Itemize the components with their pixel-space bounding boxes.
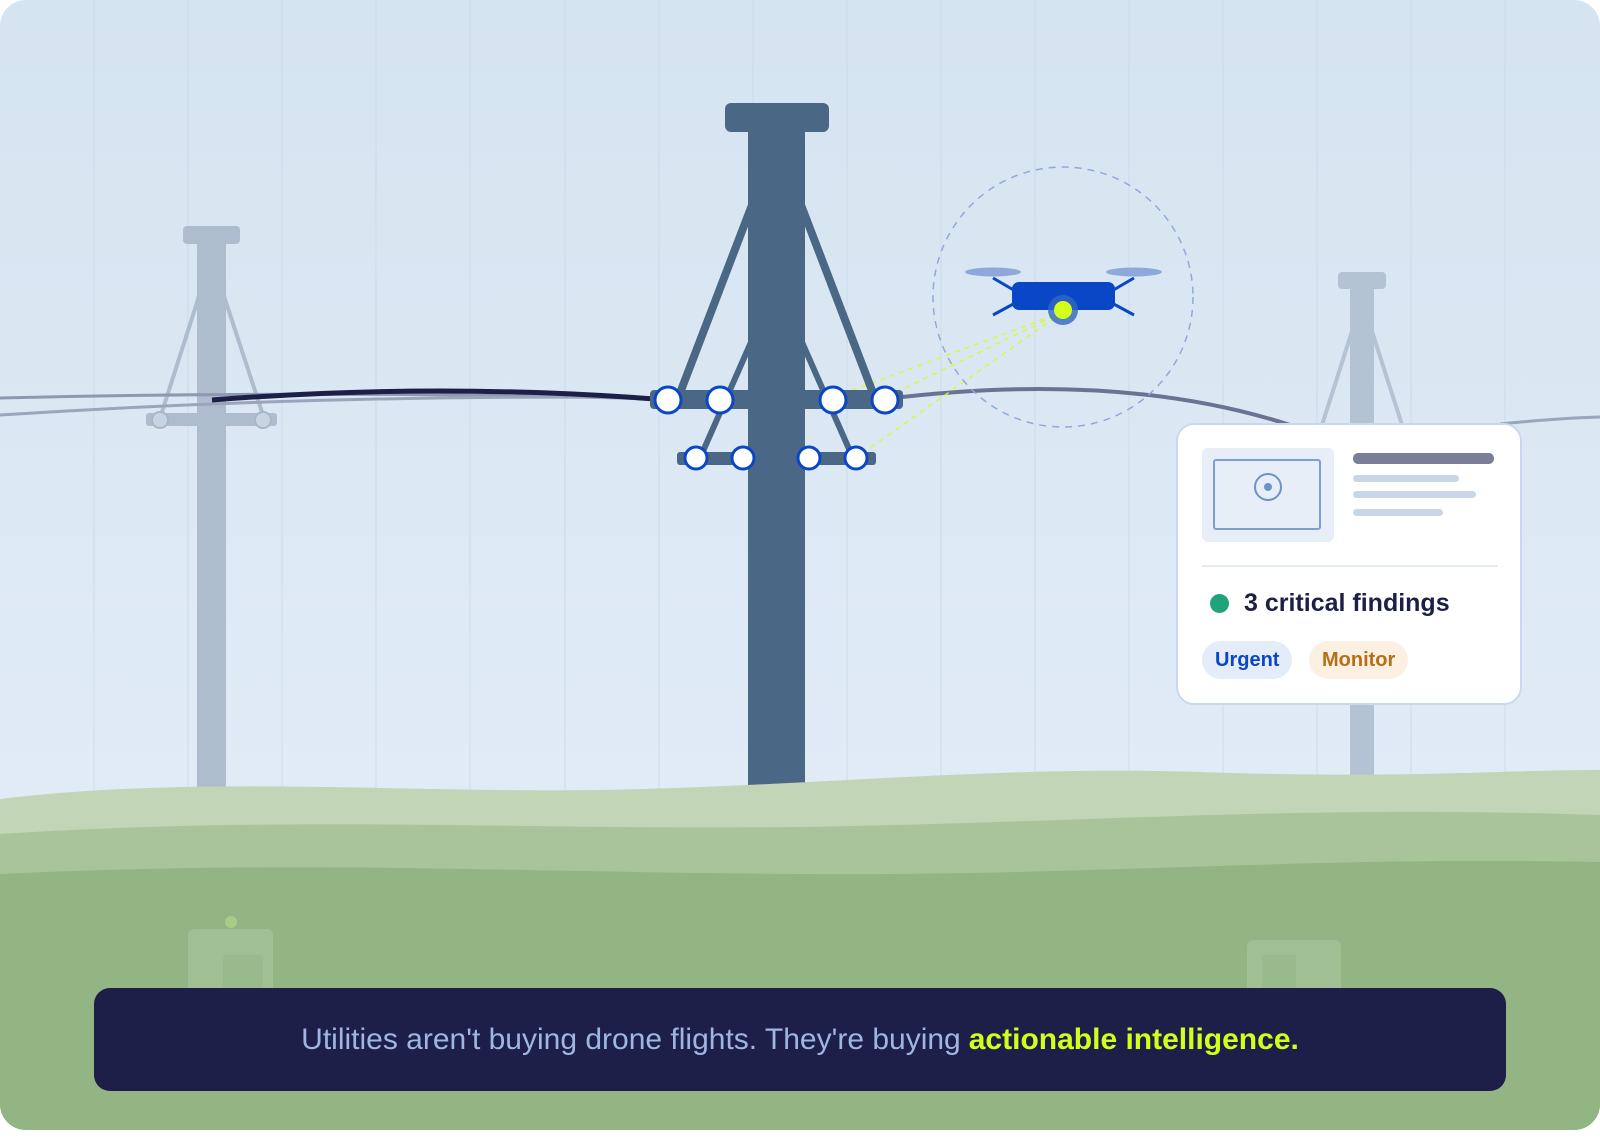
status-dot-icon bbox=[1210, 594, 1229, 613]
placeholder-text-line bbox=[1353, 475, 1459, 482]
scan-beams bbox=[839, 311, 1064, 456]
background-tower-left bbox=[146, 226, 277, 800]
placeholder-text-line bbox=[1353, 509, 1443, 516]
findings-count: 3 critical findings bbox=[1244, 589, 1450, 617]
insulators bbox=[653, 385, 900, 471]
inspection-thumbnail bbox=[1202, 448, 1334, 542]
ground-equipment bbox=[188, 916, 1341, 1000]
tagline-text: Utilities aren't buying drone flights. T… bbox=[301, 1022, 961, 1056]
placeholder-heading-line bbox=[1353, 453, 1494, 464]
monitor-badge[interactable]: Monitor bbox=[1309, 641, 1409, 679]
insulator-ring bbox=[705, 385, 735, 415]
placeholder-text-line bbox=[1353, 491, 1476, 498]
findings-card[interactable]: 3 critical findings Urgent Monitor bbox=[1176, 423, 1522, 705]
insulator-ring bbox=[730, 445, 756, 471]
drone-scan-radius bbox=[932, 166, 1194, 428]
target-icon bbox=[1254, 473, 1282, 501]
findings-summary: 3 critical findings bbox=[1210, 589, 1450, 618]
urgent-badge[interactable]: Urgent bbox=[1202, 641, 1293, 679]
highlighted-conductor bbox=[211, 388, 669, 403]
drone-camera-icon bbox=[1054, 301, 1072, 319]
target-center bbox=[1264, 483, 1272, 491]
insulator-ring bbox=[870, 385, 900, 415]
card-divider bbox=[1202, 565, 1498, 567]
tagline-banner: Utilities aren't buying drone flights. T… bbox=[94, 988, 1506, 1091]
image-frame bbox=[1213, 459, 1321, 530]
insulator-ring bbox=[796, 445, 822, 471]
insulator-ring bbox=[843, 445, 869, 471]
drone-icon bbox=[965, 267, 1162, 325]
insulator-ring bbox=[683, 445, 709, 471]
tagline-highlight: actionable intelligence. bbox=[968, 1022, 1299, 1056]
insulator-ring bbox=[653, 385, 683, 415]
insulator-ring bbox=[818, 385, 848, 415]
